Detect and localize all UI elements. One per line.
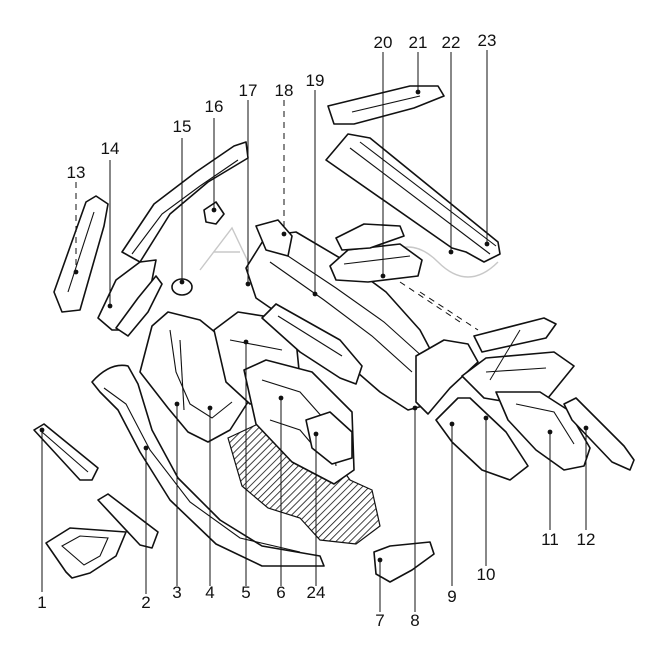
callout-21: 21	[409, 33, 428, 52]
part-7	[373, 541, 435, 583]
callout-15: 15	[173, 117, 192, 136]
callout-6: 6	[276, 583, 285, 602]
callout-12: 12	[577, 530, 596, 549]
part-20-floor	[329, 223, 423, 283]
part-21-panel	[327, 85, 445, 125]
callout-9: 9	[447, 587, 456, 606]
part-24-piece	[305, 411, 353, 465]
callout-22: 22	[442, 33, 461, 52]
leader-lines	[41, 50, 587, 612]
part-10-rail	[473, 317, 557, 353]
callout-7: 7	[375, 611, 384, 630]
callout-16: 16	[205, 97, 224, 116]
bumper	[91, 364, 325, 567]
crossmember	[261, 303, 363, 385]
leader-dots	[39, 89, 589, 563]
callout-13: 13	[67, 163, 86, 182]
part-13	[53, 195, 109, 313]
callout-3: 3	[172, 583, 181, 602]
callout-10: 10	[477, 565, 496, 584]
callout-1: 1	[37, 593, 46, 612]
callout-labels: 1 2 3 4 5 6 7 8 9 10 11 12 13 14 15 16 1…	[37, 31, 595, 630]
callout-11: 11	[541, 530, 559, 549]
callout-24: 24	[307, 583, 326, 602]
part-14	[97, 259, 163, 337]
part-2-bracket	[97, 493, 159, 549]
callout-20: 20	[374, 33, 393, 52]
callout-2: 2	[141, 593, 150, 612]
floor-dash-guides	[399, 281, 479, 331]
callout-18: 18	[275, 81, 294, 100]
callout-14: 14	[101, 139, 120, 158]
callout-4: 4	[205, 583, 214, 602]
part-1	[33, 423, 99, 481]
callout-19: 19	[306, 71, 325, 90]
right-floor-section	[435, 351, 575, 481]
callout-17: 17	[239, 81, 258, 100]
part-1-tray	[45, 527, 127, 579]
part-17-pillar	[121, 141, 249, 263]
part-12	[563, 397, 635, 471]
callout-5: 5	[241, 583, 250, 602]
callout-8: 8	[410, 611, 419, 630]
part-11	[495, 391, 591, 471]
callout-23: 23	[478, 31, 497, 50]
